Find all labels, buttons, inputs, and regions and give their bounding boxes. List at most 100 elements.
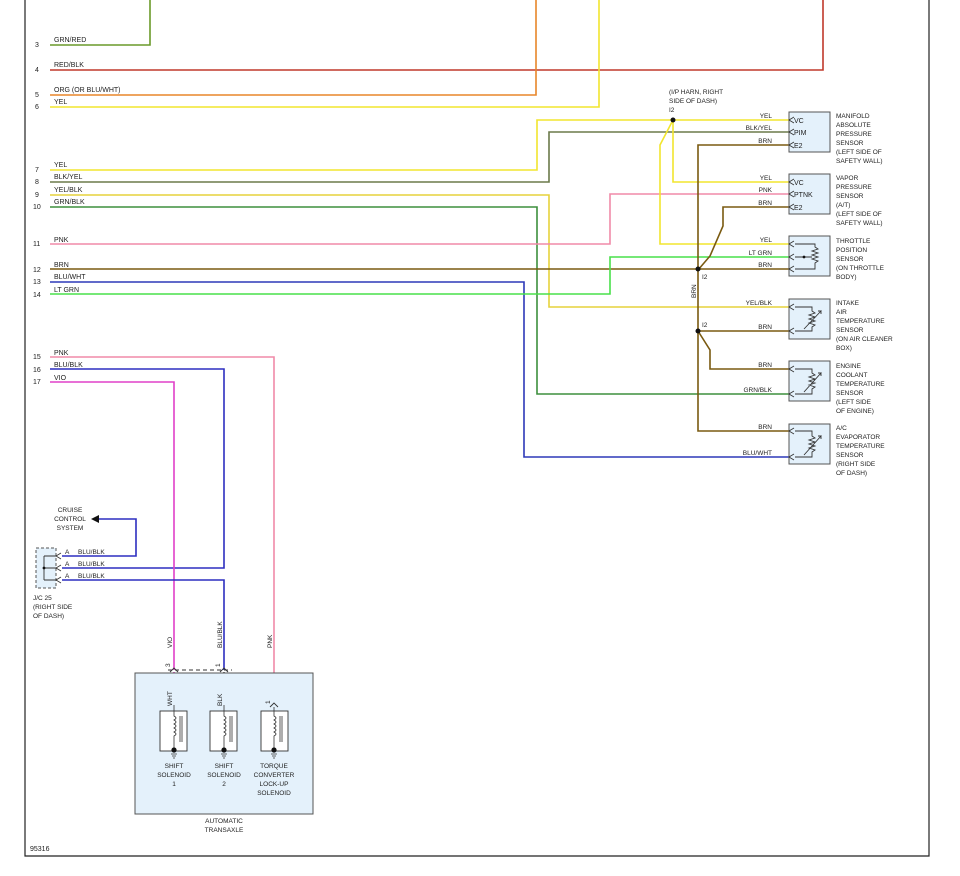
terminal-label: VC [794, 118, 804, 125]
pin-number: 17 [33, 379, 41, 386]
wire-label: GRN/RED [54, 37, 86, 44]
wire-brn-map-e2 [697, 144, 789, 432]
solenoid-label: CONVERTER [254, 772, 295, 779]
pin-number: 7 [35, 167, 39, 174]
wire-yel-tps [659, 119, 789, 245]
sensor-wire-label: BRN [758, 362, 772, 369]
solenoid-label: TORQUE [260, 763, 288, 770]
left-wire-labels: GRN/RED RED/BLK ORG (OR BLU/WHT) YEL YEL… [54, 37, 121, 382]
sensor-name: (LEFT SIDE OF [836, 149, 882, 156]
inner-wire-label: WHT [167, 691, 174, 706]
shift-solenoid-2 [209, 705, 238, 759]
sensor-name: POSITION [836, 247, 867, 254]
terminal-label: PIM [794, 130, 807, 137]
figure-id: 95316 [30, 846, 50, 853]
sensor-name: SENSOR [836, 452, 864, 459]
sensor-wire-label: BRN [758, 200, 772, 207]
transaxle-label: TRANSAXLE [205, 827, 244, 834]
jc-label: (RIGHT SIDE [33, 604, 73, 611]
vertical-wire-label: VIO [167, 637, 174, 648]
sensor-name: (A/T) [836, 202, 850, 209]
pin-number: 6 [35, 104, 39, 111]
wire-org [50, 0, 537, 96]
torque-converter-lock-up-solenoid [260, 707, 289, 759]
sensor-wire-label: BRN [758, 138, 772, 145]
wire-label: BRN [54, 262, 69, 269]
cruise-control-label: CRUISE CONTROL SYSTEM [54, 507, 86, 532]
pin-number: 3 [35, 42, 39, 49]
sensor-name: (LEFT SIDE OF [836, 211, 882, 218]
wire-label: BLK/YEL [54, 174, 83, 181]
sensor-wire-label: YEL [760, 175, 773, 182]
splice-id: I2 [702, 322, 708, 329]
sensor-wire-label: LT GRN [749, 250, 773, 257]
solenoid-label: 1 [172, 781, 176, 788]
shift-solenoid-1 [159, 705, 188, 759]
solenoid-label: SOLENOID [207, 772, 241, 779]
sensor-name: OF ENGINE) [836, 408, 874, 415]
wire-label: LT GRN [54, 287, 79, 294]
pin-number: 15 [33, 354, 41, 361]
wire-pnk-ptnk [50, 193, 789, 245]
wire-brn-vapor-e2 [697, 206, 789, 271]
jc-label: OF DASH) [33, 613, 64, 620]
pin-number: 9 [35, 192, 39, 199]
junction-connector-jc25: A A A BLU/BLK BLU/BLK BLU/BLK J/C 25 (RI… [33, 547, 105, 620]
wire-yel-blk-iat [50, 194, 789, 308]
sensor-name: SENSOR [836, 193, 864, 200]
wire-label: BLU/WHT [54, 274, 86, 281]
sensor-name: ABSOLUTE [836, 122, 871, 129]
splice-ip-id: I2 [669, 107, 675, 114]
thermistor-symbol [795, 306, 823, 332]
terminal-label: E2 [794, 143, 803, 150]
jc-pin: A [65, 573, 70, 580]
pin-number: 11 [33, 241, 40, 248]
sensor-wire-label: BRN [758, 424, 772, 431]
solenoid-label: SOLENOID [257, 790, 291, 797]
sensor-wire-label: BRN [758, 324, 772, 331]
terminal-label: PTNK [794, 192, 813, 199]
cruise-label-line: CONTROL [54, 516, 86, 523]
pin-number: 10 [33, 204, 41, 211]
wire-label: PNK [54, 237, 69, 244]
solenoid-label: SHIFT [165, 763, 184, 770]
splice-dot-yel [670, 117, 676, 123]
sensor-name: A/C [836, 425, 847, 432]
sensor-box [788, 235, 831, 277]
sensor-name: (LEFT SIDE [836, 399, 872, 406]
sensor-wire-label: BLU/WHT [743, 450, 772, 457]
sensor-box [788, 111, 831, 153]
wire-yel-mapvc [50, 119, 789, 171]
sensor-name: AIR [836, 309, 847, 316]
wire-yel-top [50, 0, 600, 108]
jc-wire-label: BLU/BLK [78, 549, 105, 556]
sensor-name: (ON THROTTLE [836, 265, 885, 272]
wires [50, 0, 824, 705]
splice-ip-label: (I/P HARN, RIGHT [669, 89, 723, 96]
diagram-frame [24, 0, 930, 857]
sensor-name: TEMPERATURE [836, 318, 885, 325]
sensor-name: EVAPORATOR [836, 434, 880, 441]
splice-points [670, 117, 701, 334]
wire-label: BLU/BLK [54, 362, 83, 369]
sensor-name: VAPOR [836, 175, 859, 182]
sensor-name: SENSOR [836, 327, 864, 334]
engine-coolant-temperature-sensor: BRN GRN/BLK ENGINE COOLANT TEMPERATURE S… [743, 360, 885, 415]
solenoid-label: SOLENOID [157, 772, 191, 779]
automatic-transaxle: 3 1 1 WHT BLK SHIFT SOLENOID 1 SHIFT [134, 663, 314, 834]
wire-label: ORG (OR BLU/WHT) [54, 87, 121, 94]
splice-dot-brn-lower [695, 328, 701, 334]
sensor-wire-label: BLK/YEL [746, 125, 773, 132]
wire-label: YEL/BLK [54, 187, 83, 194]
sensor-name: (RIGHT SIDE [836, 461, 876, 468]
wire-yel-vapor-vc [672, 120, 789, 183]
wire-vio-17 [50, 381, 175, 670]
wire-label: PNK [54, 350, 69, 357]
wire-blu-blk-jc [62, 579, 225, 670]
sensor-name: INTAKE [836, 300, 860, 307]
sensor-name: SAFETY WALL) [836, 220, 883, 227]
cruise-label-line: SYSTEM [57, 525, 84, 532]
sensor-name: SENSOR [836, 390, 864, 397]
solenoid-label: 2 [222, 781, 226, 788]
sensor-name: MANIFOLD [836, 113, 870, 120]
